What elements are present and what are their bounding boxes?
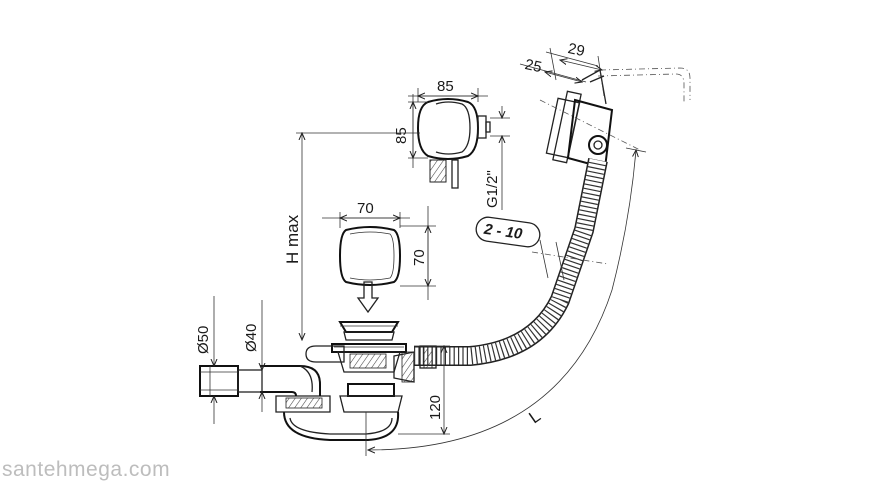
control-head (416, 98, 491, 189)
dimension-29-25: 29 25 (519, 40, 605, 97)
dimension-d40: Ø40 (243, 300, 262, 412)
dim-70-width-label: 70 (357, 200, 374, 217)
dim-85-width-label: 85 (437, 78, 454, 95)
dimension-70-width: 70 (322, 200, 410, 228)
overflow-unit (545, 67, 691, 170)
dimension-85-width: 85 (408, 78, 488, 102)
dim-l-label: L (525, 406, 544, 427)
dim-g12-label: G1/2" (484, 170, 501, 208)
dimension-l: L (365, 147, 647, 456)
range-label: 2 - 10 (482, 221, 524, 243)
dimension-hmax: H max (283, 133, 302, 340)
dimension-70-height: 70 (400, 206, 436, 300)
dim-25-label: 25 (523, 56, 543, 76)
dimension-d50: Ø50 (195, 296, 214, 424)
dim-hmax-label: H max (283, 214, 302, 264)
drain-cover (338, 226, 402, 286)
dim-120-label: 120 (427, 395, 444, 420)
corrugated-hose (414, 158, 608, 366)
dim-70-height-label: 70 (411, 249, 428, 266)
watermark: santehmega.com (2, 458, 171, 481)
dim-d40-label: Ø40 (243, 324, 260, 352)
dim-85-height-label: 85 (393, 127, 410, 144)
dim-29-label: 29 (566, 40, 586, 60)
dim-d50-label: Ø50 (195, 326, 212, 354)
drain-body (199, 321, 415, 441)
down-arrow-icon (356, 281, 380, 314)
